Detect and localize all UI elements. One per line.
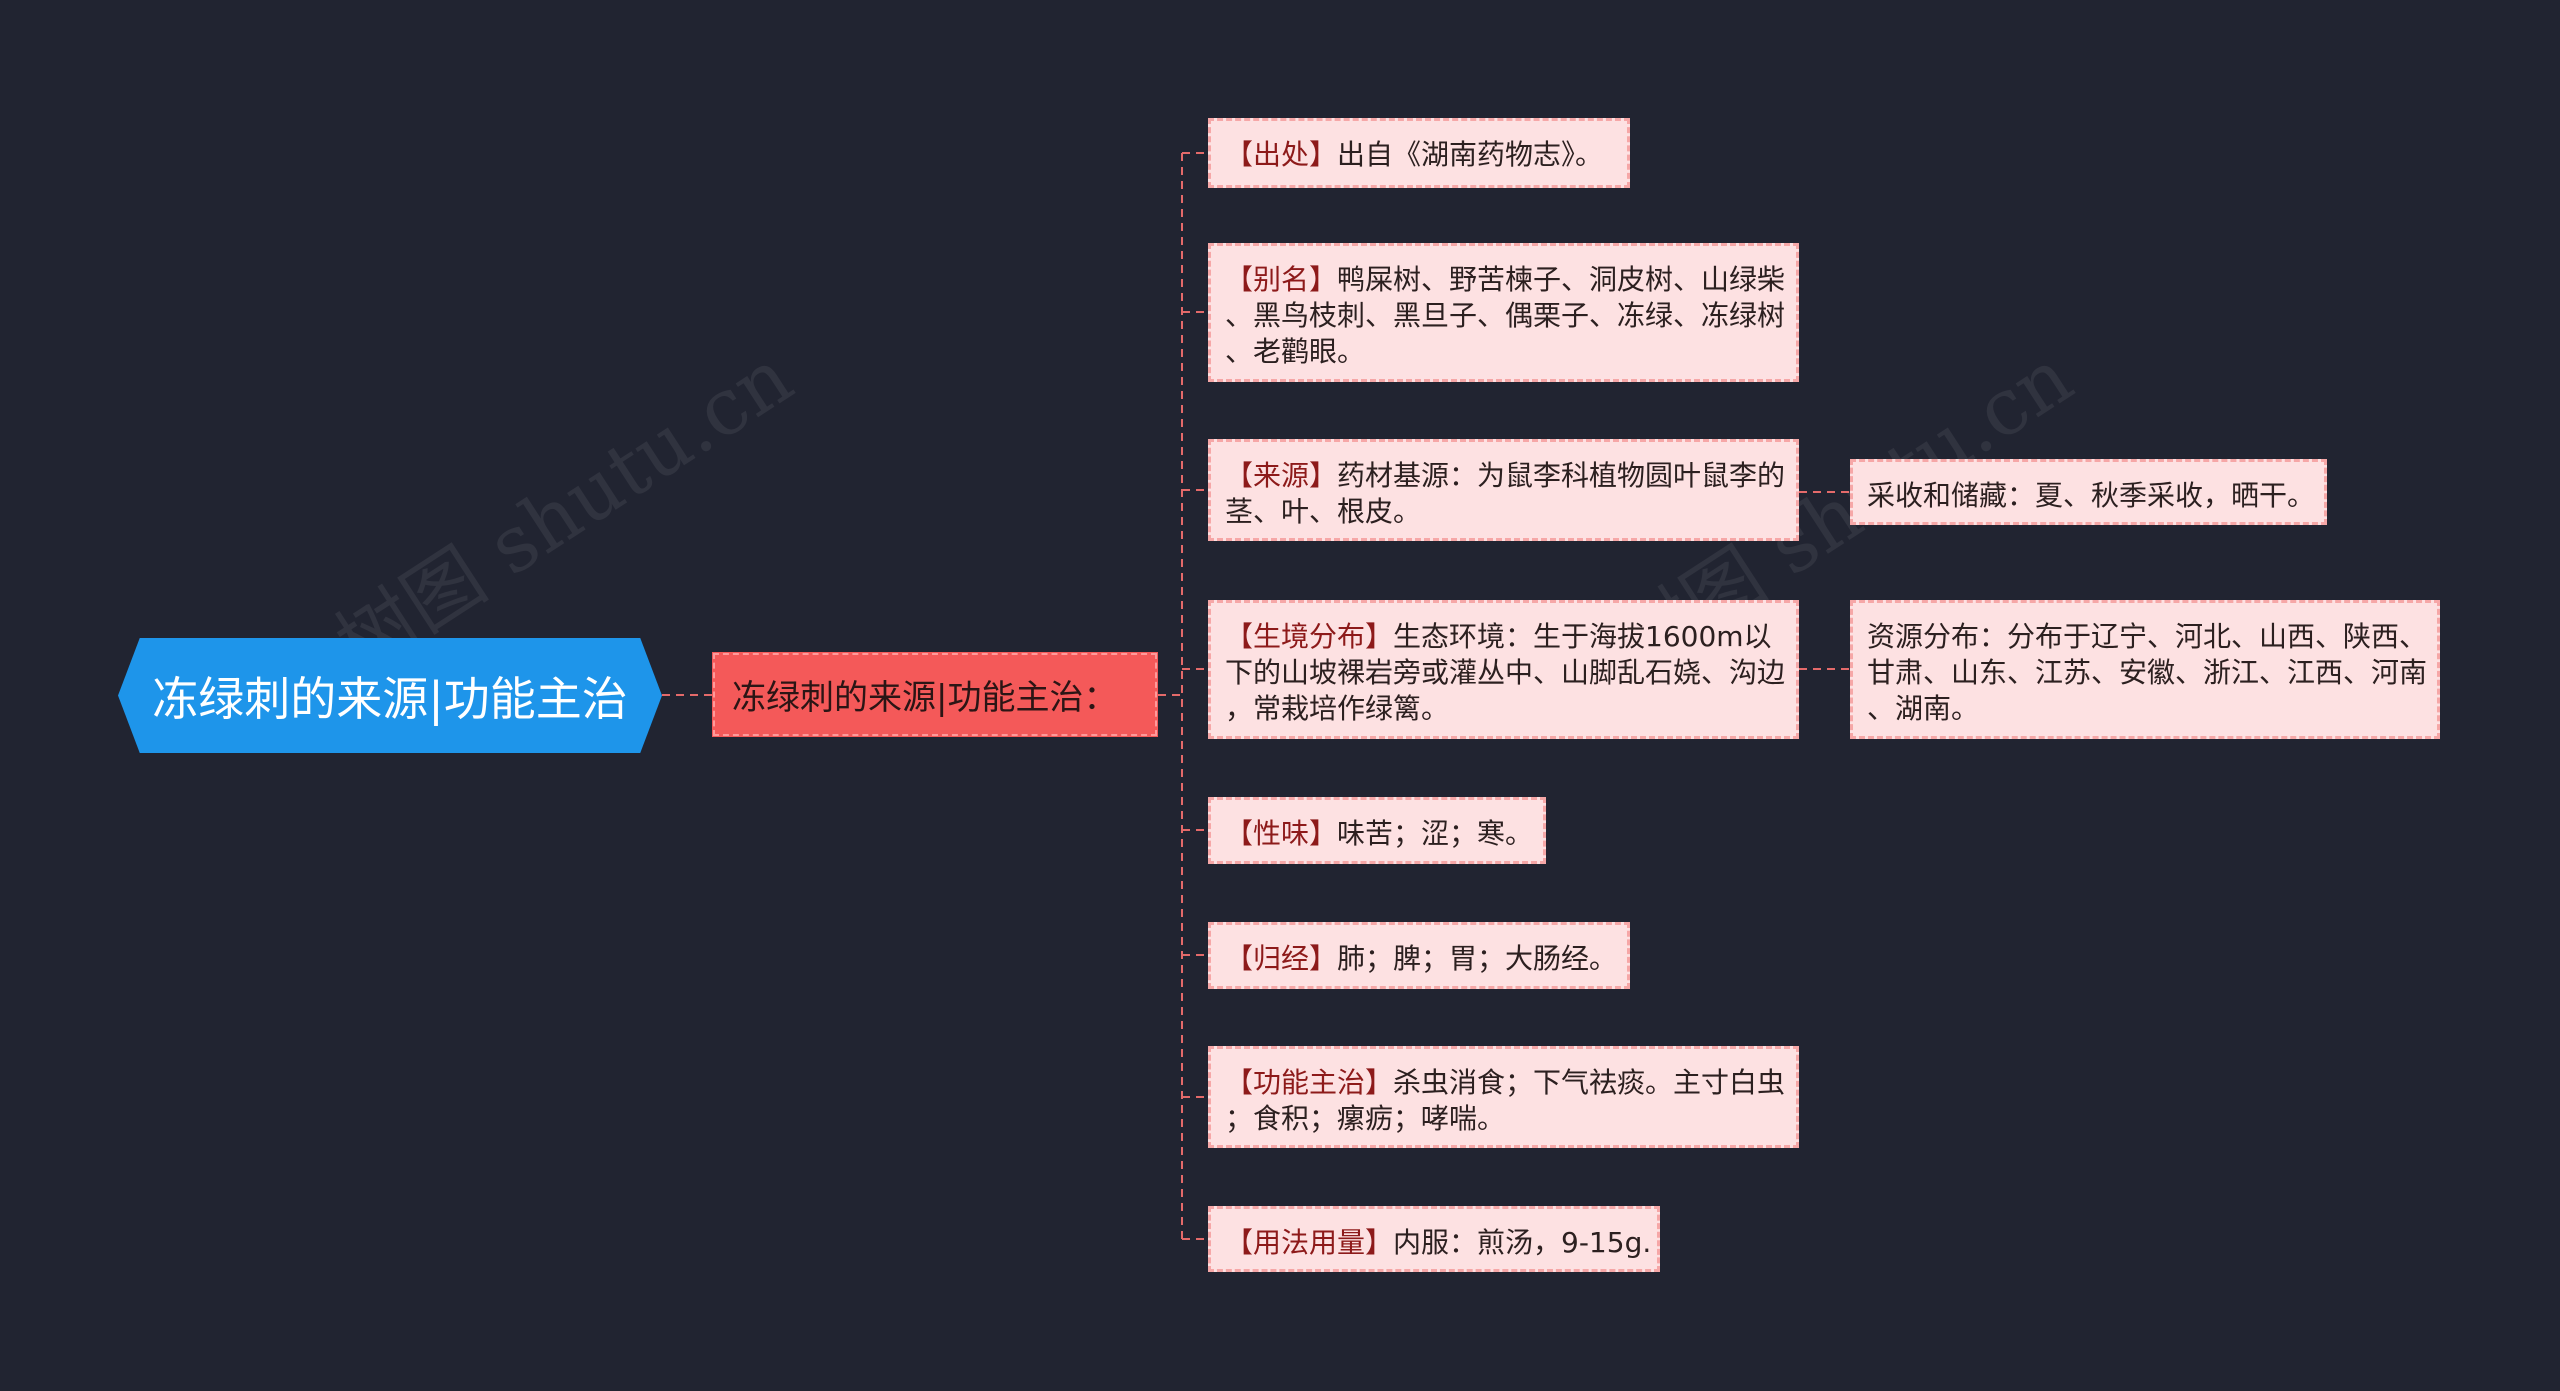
leaf-node-aliases[interactable]: 【别名】鸭屎树、野苦楝子、洞皮树、山绿柴 、黑鸟枝刺、黑旦子、偶栗子、冻绿、冻绿…	[1208, 243, 1799, 382]
leaf-node-nature-taste[interactable]: 【性味】味苦；涩；寒。	[1208, 797, 1546, 864]
child-node-distribution[interactable]: 资源分布：分布于辽宁、河北、山西、陕西、 甘肃、山东、江苏、安徽、浙江、江西、河…	[1850, 600, 2440, 739]
leaf-node-meridian[interactable]: 【归经】肺；脾；胃；大肠经。	[1208, 922, 1630, 989]
leaf-tag: 【来源】	[1225, 459, 1338, 492]
leaf-node-source[interactable]: 【出处】出自《湖南药物志》。	[1208, 118, 1630, 188]
leaf-text: 茎、叶、根皮。	[1225, 495, 1422, 528]
leaf-text: 资源分布：分布于辽宁、河北、山西、陕西、	[1867, 620, 2428, 653]
root-topic-label: 冻绿刺的来源|功能主治	[152, 671, 628, 726]
leaf-text: 杀虫消食；下气祛痰。主寸白虫	[1393, 1066, 1786, 1099]
leaf-text: 、老鹳眼。	[1225, 335, 1366, 368]
leaf-text: 鸭屎树、野苦楝子、洞皮树、山绿柴	[1337, 263, 1786, 296]
leaf-tag: 【性味】	[1225, 817, 1338, 850]
branch-topic-label: 冻绿刺的来源|功能主治：	[732, 678, 1118, 718]
leaf-node-dosage[interactable]: 【用法用量】内服：煎汤，9-15g.	[1208, 1206, 1660, 1272]
leaf-text: 生态环境：生于海拔1600m以	[1393, 620, 1772, 653]
leaf-text: 药材基源：为鼠李科植物圆叶鼠李的	[1337, 459, 1786, 492]
leaf-text: 、黑鸟枝刺、黑旦子、偶栗子、冻绿、冻绿树	[1225, 299, 1786, 332]
leaf-text: 内服：煎汤，9-15g.	[1393, 1226, 1652, 1259]
leaf-text: 甘肃、山东、江苏、安徽、浙江、江西、河南	[1867, 656, 2428, 689]
leaf-text: 采收和储藏：夏、秋季采收，晒干。	[1867, 479, 2316, 512]
leaf-text: 味苦；涩；寒。	[1337, 817, 1534, 850]
child-node-harvest[interactable]: 采收和储藏：夏、秋季采收，晒干。	[1850, 459, 2327, 525]
leaf-text: 、湖南。	[1867, 692, 1980, 725]
leaf-text: ；食积；瘰疬；哮喘。	[1225, 1102, 1506, 1135]
leaf-text: 下的山坡裸岩旁或灌丛中、山脚乱石娆、沟边	[1225, 656, 1786, 689]
leaf-node-indications[interactable]: 【功能主治】杀虫消食；下气祛痰。主寸白虫 ；食积；瘰疬；哮喘。	[1208, 1046, 1799, 1148]
leaf-text: ，常栽培作绿篱。	[1225, 692, 1450, 725]
leaf-tag: 【用法用量】	[1225, 1226, 1394, 1259]
leaf-tag: 【出处】	[1225, 138, 1338, 171]
leaf-text: 出自《湖南药物志》。	[1337, 138, 1604, 171]
leaf-text: 肺；脾；胃；大肠经。	[1337, 942, 1618, 975]
branch-topic-node[interactable]: 冻绿刺的来源|功能主治：	[712, 652, 1158, 737]
leaf-tag: 【别名】	[1225, 263, 1338, 296]
leaf-tag: 【归经】	[1225, 942, 1338, 975]
leaf-tag: 【功能主治】	[1225, 1066, 1394, 1099]
leaf-node-origin[interactable]: 【来源】药材基源：为鼠李科植物圆叶鼠李的 茎、叶、根皮。	[1208, 439, 1799, 541]
leaf-node-habitat[interactable]: 【生境分布】生态环境：生于海拔1600m以 下的山坡裸岩旁或灌丛中、山脚乱石娆、…	[1208, 600, 1799, 739]
root-topic-node[interactable]: 冻绿刺的来源|功能主治	[118, 638, 662, 753]
leaf-tag: 【生境分布】	[1225, 620, 1394, 653]
